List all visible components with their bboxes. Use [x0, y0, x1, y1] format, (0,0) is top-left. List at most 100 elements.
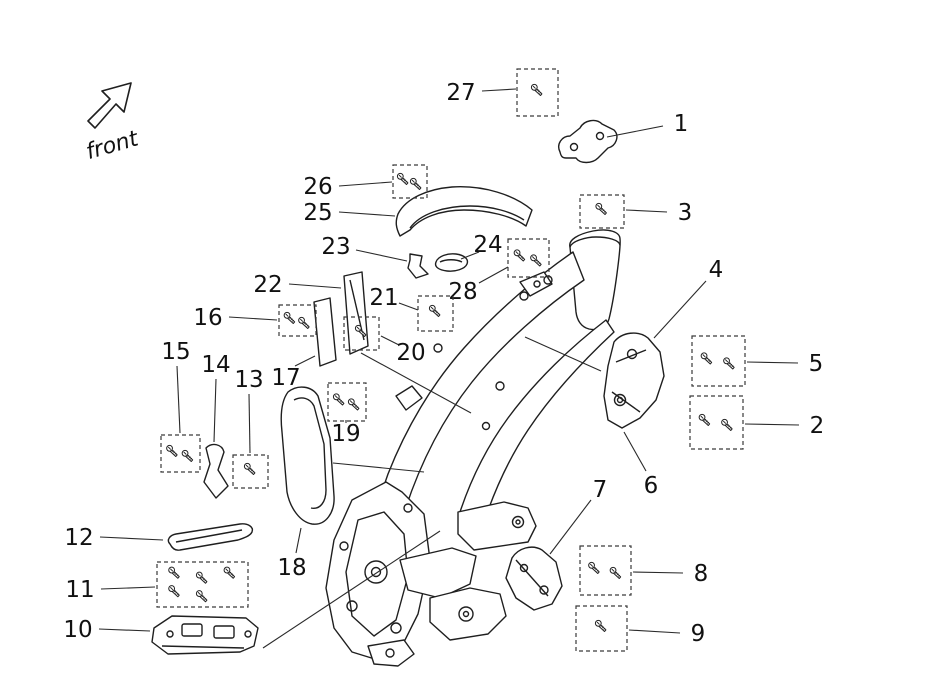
screw-icon	[513, 249, 526, 262]
callout-24-number: 24	[473, 232, 502, 258]
fastener-box-15	[160, 434, 201, 473]
screw-icon	[700, 352, 713, 365]
part-leader-line	[524, 336, 602, 372]
callout-6-number: 6	[644, 473, 659, 499]
part-4-6-drawing	[603, 332, 665, 429]
callout-1-leader	[606, 125, 664, 138]
callout-26-number: 26	[303, 174, 332, 200]
callout-24-leader	[460, 251, 480, 260]
callout-10-number: 10	[63, 617, 92, 643]
part-7-drawing	[505, 546, 563, 611]
callout-10-leader	[98, 628, 151, 632]
callout-26-leader	[338, 181, 393, 187]
callout-13-number: 13	[234, 367, 263, 393]
callout-25-leader	[338, 211, 396, 217]
screw-icon	[723, 357, 735, 370]
callout-23-number: 23	[321, 234, 350, 260]
front-label: front	[83, 126, 142, 165]
callout-18-leader	[295, 527, 302, 554]
callout-23-leader	[355, 249, 408, 262]
callout-2-number: 2	[810, 413, 825, 439]
callout-21-leader	[398, 302, 419, 311]
callout-20-leader	[380, 335, 400, 346]
callout-12-leader	[99, 536, 164, 541]
callout-4-leader	[653, 280, 707, 339]
screw-icon	[588, 561, 600, 574]
callout-7-number: 7	[593, 477, 608, 503]
screw-icon	[298, 316, 310, 329]
callout-5-number: 5	[809, 351, 824, 377]
screw-icon	[530, 83, 543, 96]
part-leader-line	[360, 352, 472, 414]
screw-icon	[166, 444, 178, 457]
callout-1-number: 1	[674, 111, 689, 137]
fastener-box-19	[327, 382, 367, 422]
callout-15-number: 15	[161, 339, 190, 365]
part-10-drawing	[151, 615, 259, 655]
callout-19-number: 19	[331, 421, 360, 447]
callout-5-leader	[746, 361, 799, 364]
fastener-box-16	[278, 304, 317, 337]
callout-27-leader	[481, 88, 517, 92]
callout-22-leader	[288, 283, 342, 289]
callout-3-leader	[625, 209, 668, 213]
screw-icon	[243, 462, 256, 475]
screw-icon	[409, 177, 422, 190]
callout-6-leader	[623, 431, 647, 472]
screw-icon	[721, 418, 733, 431]
part-17-drawing	[313, 297, 337, 367]
part-24-drawing	[434, 253, 469, 272]
fastener-box-20	[343, 316, 380, 351]
screw-icon	[396, 172, 409, 185]
fastener-box-21	[417, 295, 454, 332]
screw-icon	[168, 566, 180, 579]
part-1-drawing	[558, 119, 618, 164]
screw-icon	[223, 566, 236, 579]
callout-14-leader	[213, 378, 217, 443]
callout-25-number: 25	[303, 200, 332, 226]
screw-icon	[609, 566, 622, 579]
callout-9-number: 9	[691, 621, 706, 647]
callout-21-number: 21	[369, 285, 398, 311]
part-22-drawing	[343, 271, 369, 355]
screw-icon	[594, 619, 607, 632]
callout-28-number: 28	[448, 279, 477, 305]
screw-icon	[428, 304, 441, 317]
callout-7-leader	[549, 499, 592, 555]
callout-16-number: 16	[193, 305, 222, 331]
fastener-box-3	[579, 194, 625, 229]
screw-icon	[283, 311, 296, 324]
callout-2-leader	[744, 423, 800, 426]
screw-icon	[195, 571, 208, 584]
part-14-drawing	[203, 443, 229, 499]
fastener-box-2	[689, 395, 744, 450]
screw-icon	[332, 393, 345, 406]
callout-11-number: 11	[65, 577, 94, 603]
callout-27-number: 27	[446, 80, 475, 106]
screw-icon	[195, 590, 208, 603]
screw-icon	[530, 254, 542, 267]
callout-11-leader	[100, 586, 156, 590]
callout-17-number: 17	[271, 365, 300, 391]
callout-3-number: 3	[678, 200, 693, 226]
screw-icon	[168, 585, 180, 598]
callout-17-leader	[294, 355, 316, 367]
callout-13-leader	[248, 393, 251, 454]
screw-icon	[181, 449, 194, 462]
screw-icon	[698, 413, 711, 426]
screw-icon	[595, 202, 607, 215]
callout-15-leader	[176, 365, 181, 434]
front-arrow-icon	[87, 82, 132, 129]
callout-14-number: 14	[201, 352, 230, 378]
fastener-box-13	[232, 454, 269, 489]
callout-4-number: 4	[709, 257, 724, 283]
callout-28-leader	[478, 266, 509, 284]
part-25-drawing	[395, 186, 533, 237]
screw-icon	[347, 398, 360, 411]
part-23-drawing	[407, 253, 429, 279]
callout-8-leader	[632, 571, 684, 574]
part-18-drawing	[280, 386, 335, 525]
